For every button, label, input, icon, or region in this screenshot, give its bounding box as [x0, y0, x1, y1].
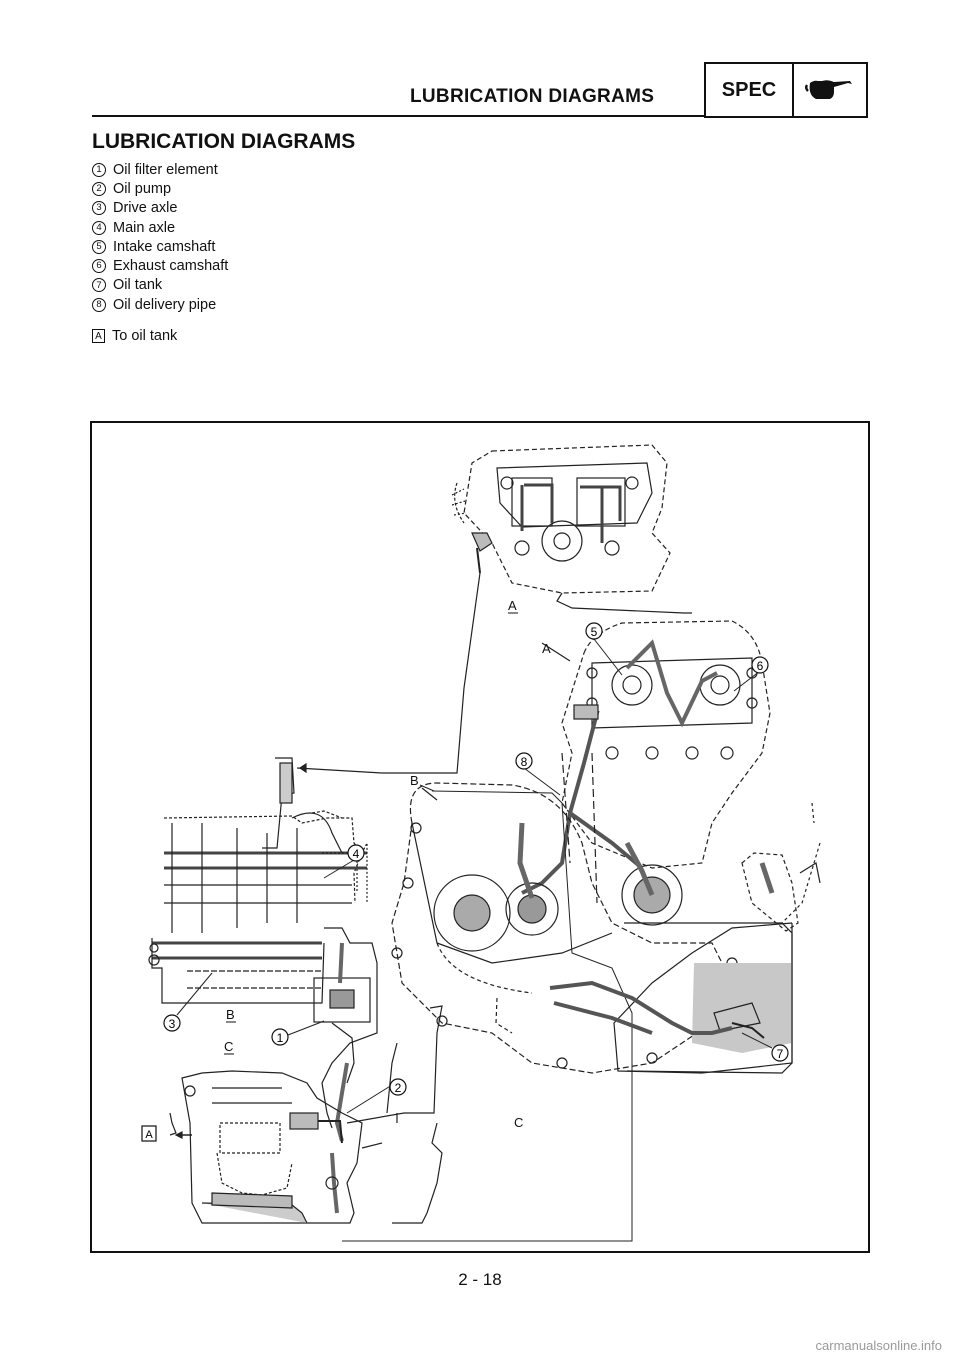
note-item: A To oil tank	[92, 326, 228, 345]
diagram-drawing: 5 6 8 4 3 1 2 7 A	[141, 444, 821, 1242]
note-letter: A	[92, 329, 105, 344]
item-number: 7	[92, 278, 106, 293]
label-c-left: C	[224, 1039, 233, 1054]
cylinder-head-drawing	[451, 444, 671, 594]
legend-item: 8 Oil delivery pipe	[92, 295, 228, 314]
item-number: 5	[92, 239, 106, 254]
header-title: LUBRICATION DIAGRAMS	[410, 86, 655, 107]
svg-text:7: 7	[777, 1047, 784, 1061]
callout-6: 6	[751, 656, 769, 674]
legend-item: 5 Intake camshaft	[92, 237, 228, 256]
svg-text:2: 2	[395, 1081, 402, 1095]
callout-7: 7	[771, 1044, 789, 1062]
callout-2: 2	[389, 1078, 407, 1096]
transmission-drawing	[148, 757, 378, 1224]
item-number: 8	[92, 297, 106, 312]
oil-can-icon	[794, 64, 866, 116]
item-number: 1	[92, 162, 106, 177]
oil-tank-drawing	[549, 802, 821, 1074]
legend-item: 7 Oil tank	[92, 276, 228, 295]
legend-item: 2 Oil pump	[92, 179, 228, 198]
label-b-low: B	[226, 1007, 235, 1022]
legend-list: 1 Oil filter element 2 Oil pump 3 Drive axl…	[92, 160, 228, 346]
page-number: 2 - 18	[458, 1270, 502, 1289]
header-underline	[92, 115, 704, 117]
legend-item: 3 Drive axle	[92, 199, 228, 218]
svg-text:5: 5	[591, 625, 598, 639]
label-c-right: C	[514, 1115, 523, 1130]
item-number: 3	[92, 201, 106, 216]
cylinder-drawing	[521, 620, 771, 895]
legend-item: 6 Exhaust camshaft	[92, 256, 228, 275]
spec-box: SPEC	[704, 62, 868, 118]
page-header: LUBRICATION DIAGRAMS SPEC	[92, 62, 870, 120]
legend-text: Oil filter element	[113, 161, 218, 178]
label-a-top: A	[508, 598, 517, 613]
label-a-boxed: A	[141, 1125, 157, 1142]
legend-text: Intake camshaft	[113, 238, 216, 255]
label-a-mid: A	[542, 641, 551, 656]
legend-text: Exhaust camshaft	[113, 258, 229, 275]
legend-text: Oil pump	[113, 180, 172, 197]
legend-text: Main axle	[113, 219, 176, 236]
callout-4: 4	[347, 844, 365, 862]
legend-item: 4 Main axle	[92, 218, 228, 237]
callout-1: 1	[271, 1028, 289, 1046]
page-heading: LUBRICATION DIAGRAMS	[92, 130, 356, 153]
legend-item: 1 Oil filter element	[92, 160, 228, 179]
svg-text:6: 6	[757, 659, 764, 673]
crankcase-drawing	[391, 752, 738, 1074]
item-number: 4	[92, 220, 106, 235]
legend-text: Oil tank	[113, 277, 163, 294]
svg-text:4: 4	[353, 847, 360, 861]
note-text: To oil tank	[112, 328, 178, 345]
callout-8: 8	[515, 752, 533, 770]
svg-text:A: A	[145, 1129, 153, 1141]
legend-text: Drive axle	[113, 200, 178, 217]
lubrication-diagram: 5 6 8 4 3 1 2 7 A	[90, 421, 870, 1253]
watermark: carmanualsonline.info	[815, 1338, 942, 1353]
item-number: 2	[92, 181, 106, 196]
legend-text: Oil delivery pipe	[113, 296, 217, 313]
label-b-top: B	[410, 773, 419, 788]
spec-label: SPEC	[706, 64, 794, 116]
svg-text:3: 3	[169, 1017, 176, 1031]
item-number: 6	[92, 259, 106, 274]
callout-5: 5	[585, 622, 603, 640]
svg-text:1: 1	[277, 1031, 284, 1045]
svg-text:8: 8	[521, 755, 528, 769]
callout-3: 3	[163, 1014, 181, 1032]
